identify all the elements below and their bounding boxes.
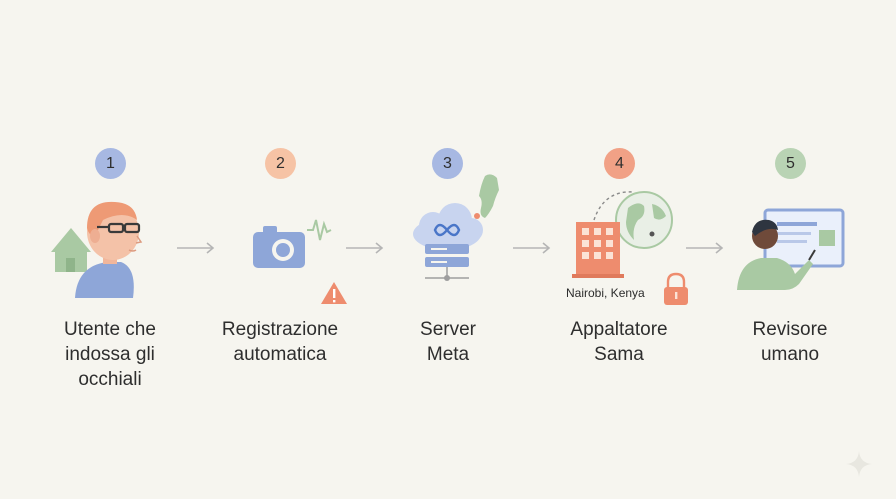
step-2-number: 2 [276, 154, 285, 172]
step-3-badge: 3 [432, 148, 463, 179]
arrow-1-2 [177, 242, 215, 254]
step-5-number: 5 [786, 154, 795, 172]
arrow-2-3 [346, 242, 384, 254]
step-4-label: Appaltatore Sama [570, 319, 668, 365]
person-with-glasses-and-home-icon [51, 201, 143, 298]
step-1: 1 Utente che indossa gli [25, 0, 195, 499]
location-label: Nairobi, Kenya [566, 286, 645, 300]
step-5-badge: 5 [775, 148, 806, 179]
step-2: 2 Registrazione automatica [195, 0, 365, 499]
arrow-3-4 [513, 242, 551, 254]
step-3: 3 Server Meta [363, 0, 533, 499]
step-3-number: 3 [443, 154, 452, 172]
step-5-label: Revisore umano [752, 319, 828, 365]
step-2-label: Registrazione automatica [221, 319, 339, 365]
step-4-number: 4 [615, 154, 624, 172]
camera-with-signal-and-warning-icon [253, 219, 347, 304]
step-1-badge: 1 [95, 148, 126, 179]
step-2-badge: 2 [265, 148, 296, 179]
step-4: 4 Nairobi, Kenya Appaltatore [534, 0, 704, 499]
human-reviewer-screen-icon [737, 208, 845, 290]
step-4-badge: 4 [604, 148, 635, 179]
sparkle-icon [846, 451, 872, 477]
step-1-number: 1 [106, 154, 115, 172]
step-5: 5 Revisore umano [705, 0, 875, 499]
step-3-label: Server Meta [420, 319, 476, 365]
meta-cloud-server-icon [413, 174, 499, 281]
building-globe-lock-icon [572, 191, 688, 305]
arrow-4-5 [686, 242, 724, 254]
step-1-label: Utente che indossa gli occhiali [64, 319, 156, 390]
